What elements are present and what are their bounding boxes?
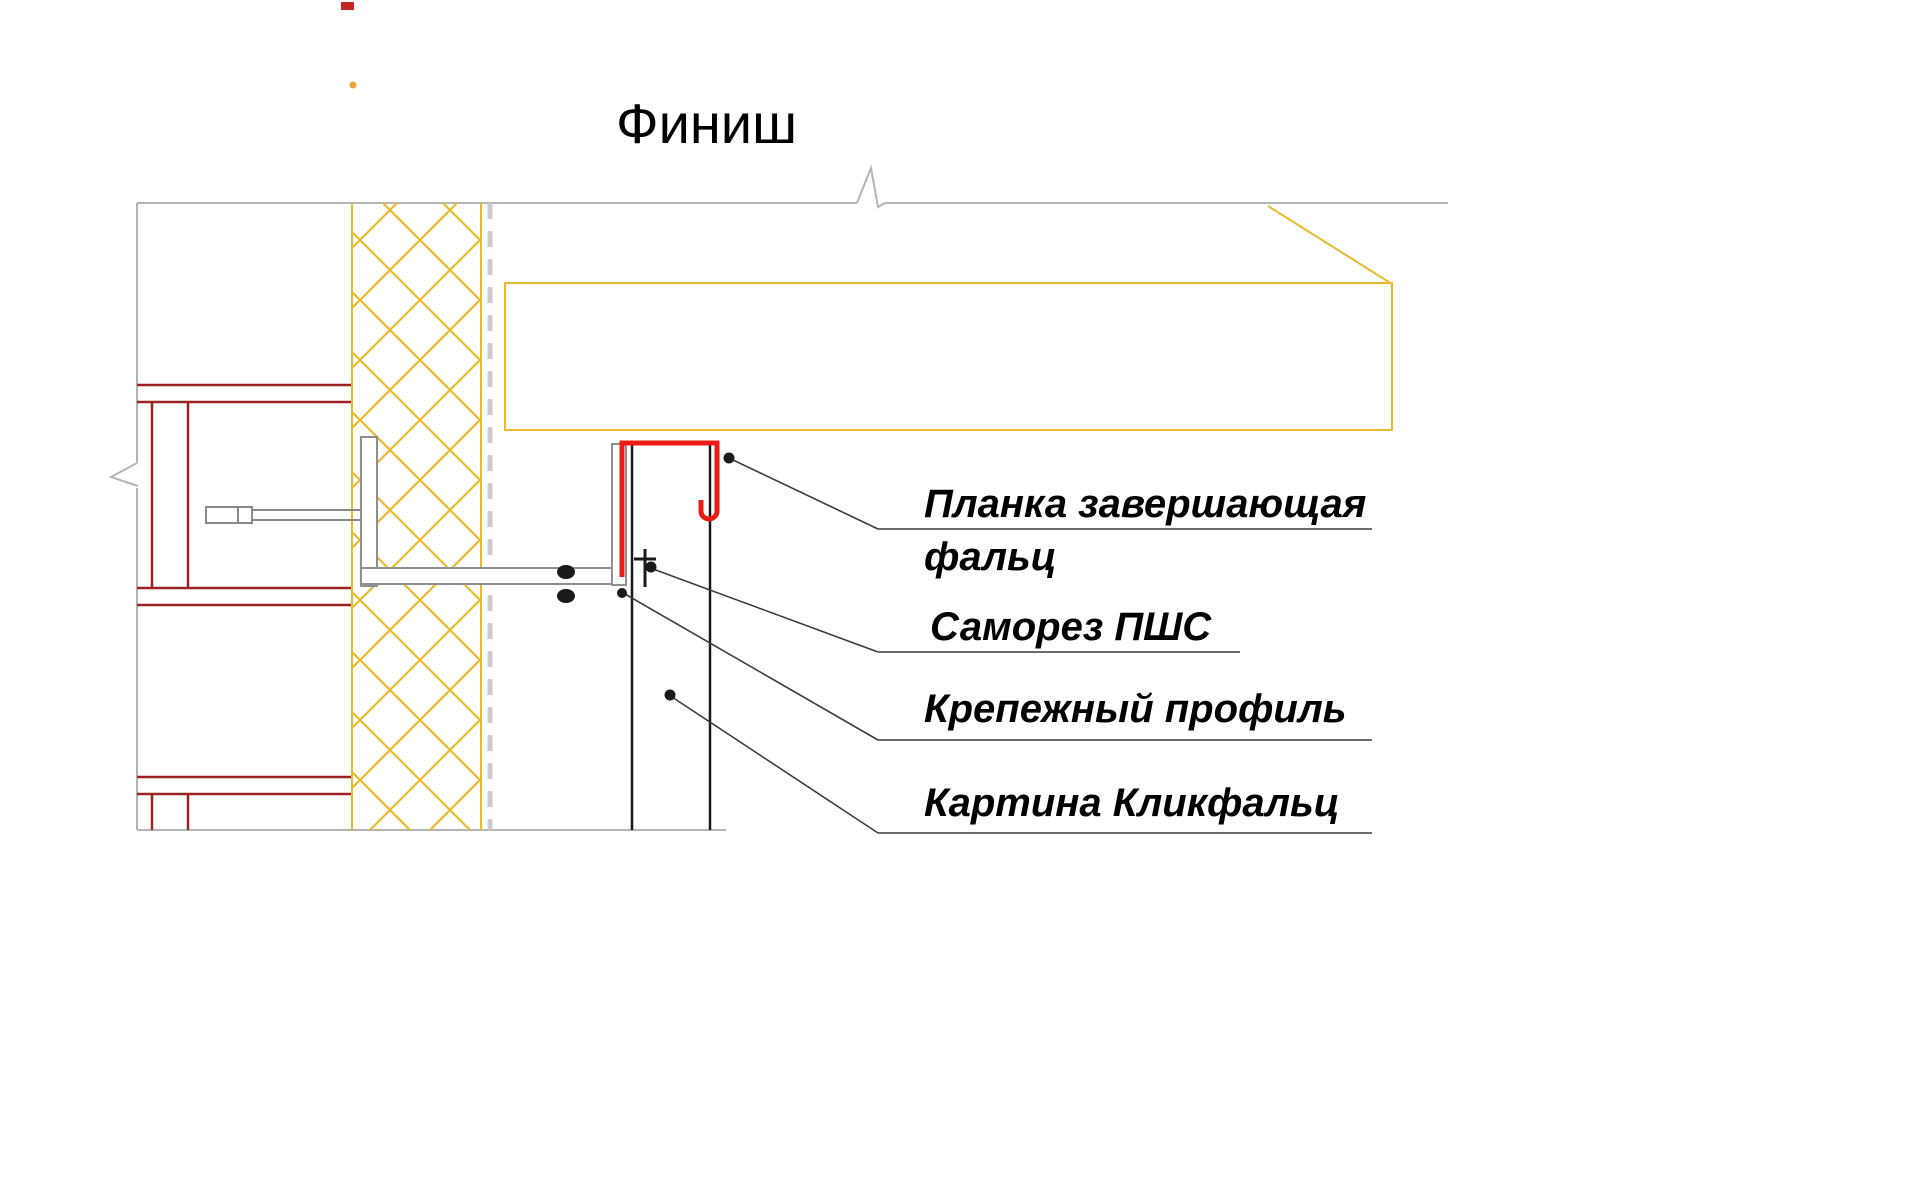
flashing-strip [619,440,720,577]
clickfalz-panel [630,444,712,830]
anchor-bolt [205,506,372,524]
label-profile: Крепежный профиль [924,687,1347,731]
anchor-sleeve [205,506,253,524]
leader-dot-screw [645,561,657,573]
beam-body [504,282,1393,431]
beam-perspective-edge [1267,205,1393,285]
label-flashing-line2: фальц [924,535,1057,579]
wall-web [150,402,190,588]
wall-flange-top [137,383,352,404]
label-flashing-line1: Планка завершающая [924,482,1366,526]
leader-dot-flashing [723,452,735,464]
leader-dot-panel [664,689,676,701]
bolt-head [557,565,575,579]
wall-web-bottom [150,794,190,830]
wall-section [137,383,352,830]
label-panel: Картина Кликфальц [924,781,1340,825]
bracket-vertical-plate [360,436,378,587]
break-mark-left [108,462,139,487]
insulation-layer [351,203,482,830]
label-screw: Саморез ПШС [930,605,1212,649]
wall-flange-bottom [137,775,352,796]
break-mark-top [856,164,886,209]
wall-flange-middle [137,586,352,607]
leader-flashing [730,458,879,530]
beam-outline [504,205,1393,431]
annotation-leaders [617,452,1372,834]
bolt-nut [557,589,575,603]
stray-mark-red [341,2,354,10]
bracket-arm [360,567,621,585]
drawing-title: Финиш [616,92,797,155]
leader-profile [624,593,879,741]
self-tapping-screw [634,549,656,587]
leader-dot-profile [617,588,627,598]
stray-mark-orange [349,81,357,89]
leader-screw [652,568,879,653]
leader-panel [671,696,879,834]
